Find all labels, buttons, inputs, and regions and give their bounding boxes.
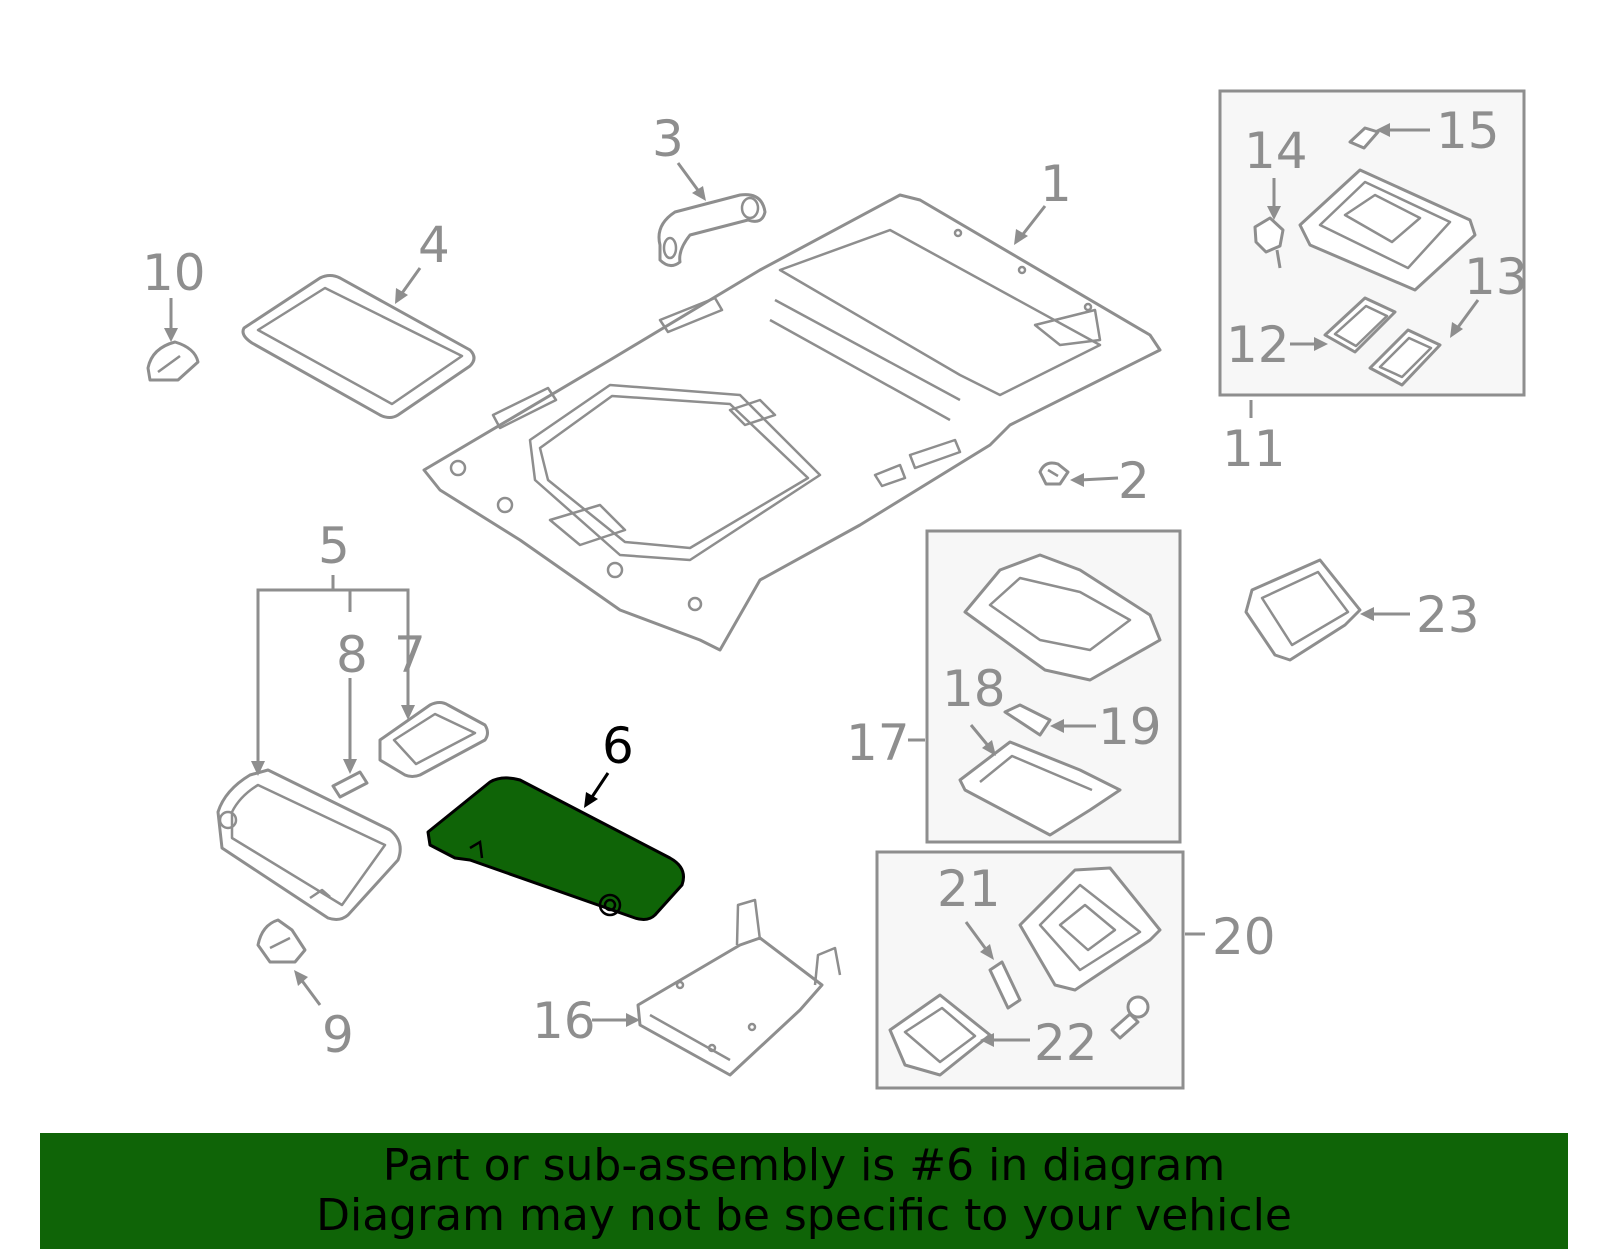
bulb-part-21[interactable] <box>988 960 1022 1010</box>
callout-12: 12 <box>1226 316 1290 374</box>
clip-part-10[interactable] <box>146 340 200 382</box>
mirror-part-7[interactable] <box>378 701 489 778</box>
lens-part-22[interactable] <box>888 993 992 1077</box>
callout-23: 23 <box>1416 586 1480 644</box>
banner-line-1: Part or sub-assembly is #6 in diagram <box>382 1140 1226 1191</box>
callout-13: 13 <box>1464 248 1528 306</box>
lens-part-12[interactable] <box>1323 296 1397 354</box>
callout-10: 10 <box>142 244 206 302</box>
callout-14: 14 <box>1244 122 1308 180</box>
lens-part-18[interactable] <box>958 740 1122 837</box>
bulb-part-15[interactable] <box>1348 126 1380 150</box>
dome-lamp-housing-part[interactable] <box>963 553 1162 682</box>
headliner-part[interactable] <box>422 193 1162 652</box>
panel-part-4[interactable] <box>241 274 476 419</box>
bulb-part-19[interactable] <box>1003 703 1052 737</box>
info-banner: Part or sub-assembly is #6 in diagram Di… <box>40 1133 1568 1249</box>
callout-21: 21 <box>937 860 1001 918</box>
map-lamp-housing-part[interactable] <box>1298 168 1477 292</box>
clip-part-2[interactable] <box>1038 461 1070 486</box>
sun-visor-part-5[interactable] <box>216 768 402 921</box>
callout-17: 17 <box>846 714 910 772</box>
lens-part-13[interactable] <box>1368 328 1442 387</box>
callout-18: 18 <box>942 660 1006 718</box>
callout-20: 20 <box>1212 908 1276 966</box>
lamp-housing-part-20[interactable] <box>1018 866 1162 992</box>
callout-8: 8 <box>336 626 368 684</box>
grab-handle-part[interactable] <box>657 193 767 267</box>
callout-16: 16 <box>532 992 596 1050</box>
callout-3: 3 <box>652 110 684 168</box>
callout-1: 1 <box>1040 155 1072 213</box>
socket-part-14[interactable] <box>1253 216 1285 269</box>
callout-22: 22 <box>1034 1014 1098 1072</box>
sun-visor-part-6-highlighted[interactable] <box>426 776 685 921</box>
callout-6: 6 <box>602 717 634 775</box>
callout-15: 15 <box>1436 102 1500 160</box>
callout-11: 11 <box>1222 420 1286 478</box>
pin-part-8[interactable] <box>331 770 369 799</box>
callout-9: 9 <box>322 1006 354 1064</box>
callout-4: 4 <box>418 216 450 274</box>
callout-19: 19 <box>1098 698 1162 756</box>
bracket-part-16[interactable] <box>636 898 842 1077</box>
lamp-part-23[interactable] <box>1244 558 1362 662</box>
callout-2: 2 <box>1118 452 1150 510</box>
screw-part[interactable] <box>1110 995 1150 1040</box>
banner-line-2: Diagram may not be specific to your vehi… <box>316 1190 1292 1241</box>
callout-7: 7 <box>394 626 426 684</box>
callout-5: 5 <box>318 517 350 575</box>
holder-part-9[interactable] <box>256 918 307 964</box>
